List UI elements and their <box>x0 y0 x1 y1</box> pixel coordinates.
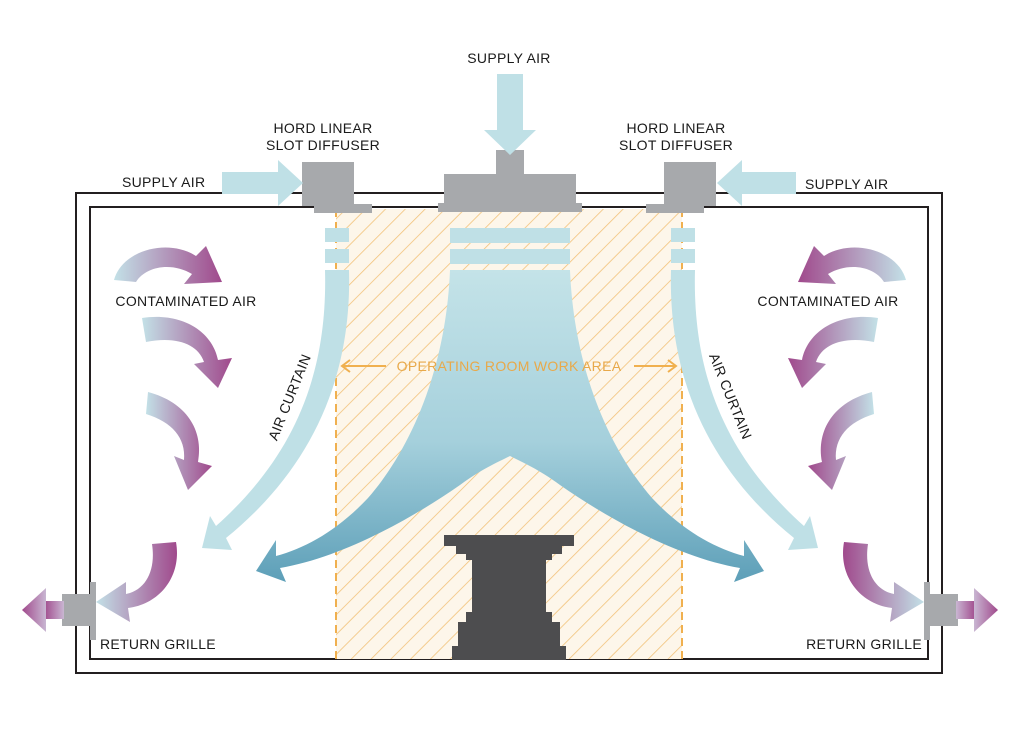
label-supply-air-top: SUPPLY AIR <box>467 50 550 66</box>
work-area-boundaries <box>335 209 683 659</box>
work-area-dimension <box>340 359 678 373</box>
label-return-grille-left: RETURN GRILLE <box>100 636 216 652</box>
label-return-grille-right: RETURN GRILLE <box>806 636 922 652</box>
label-supply-air-right: SUPPLY AIR <box>805 176 888 192</box>
supply-air-arrow-top <box>484 74 536 155</box>
return-grille-left <box>22 582 96 640</box>
main-flow-fan <box>256 270 764 582</box>
label-supply-air-left: SUPPLY AIR <box>122 174 205 190</box>
label-diffuser-left-line1: HORD LINEAR <box>274 120 373 136</box>
return-grille-right <box>924 582 998 640</box>
diffuser-left <box>302 162 372 213</box>
contaminated-air-arrows-right <box>788 246 924 622</box>
diffuser-right <box>646 162 716 213</box>
label-diffuser-left-line2: SLOT DIFFUSER <box>266 137 380 153</box>
contaminated-air-arrows-left <box>96 246 232 622</box>
air-curtain-right <box>670 228 818 550</box>
supply-air-arrow-right <box>717 160 796 206</box>
label-diffuser-right-line1: HORD LINEAR <box>627 120 726 136</box>
laminar-flow-bars <box>450 228 570 264</box>
surgical-table <box>444 535 574 660</box>
diffuser-center <box>438 150 582 212</box>
supply-air-arrow-left <box>222 160 303 206</box>
label-work-area: OPERATING ROOM WORK AREA <box>397 358 622 374</box>
label-diffuser-right-line2: SLOT DIFFUSER <box>619 137 733 153</box>
label-contaminated-air-right: CONTAMINATED AIR <box>757 293 898 309</box>
label-contaminated-air-left: CONTAMINATED AIR <box>115 293 256 309</box>
air-curtain-left <box>202 228 350 550</box>
